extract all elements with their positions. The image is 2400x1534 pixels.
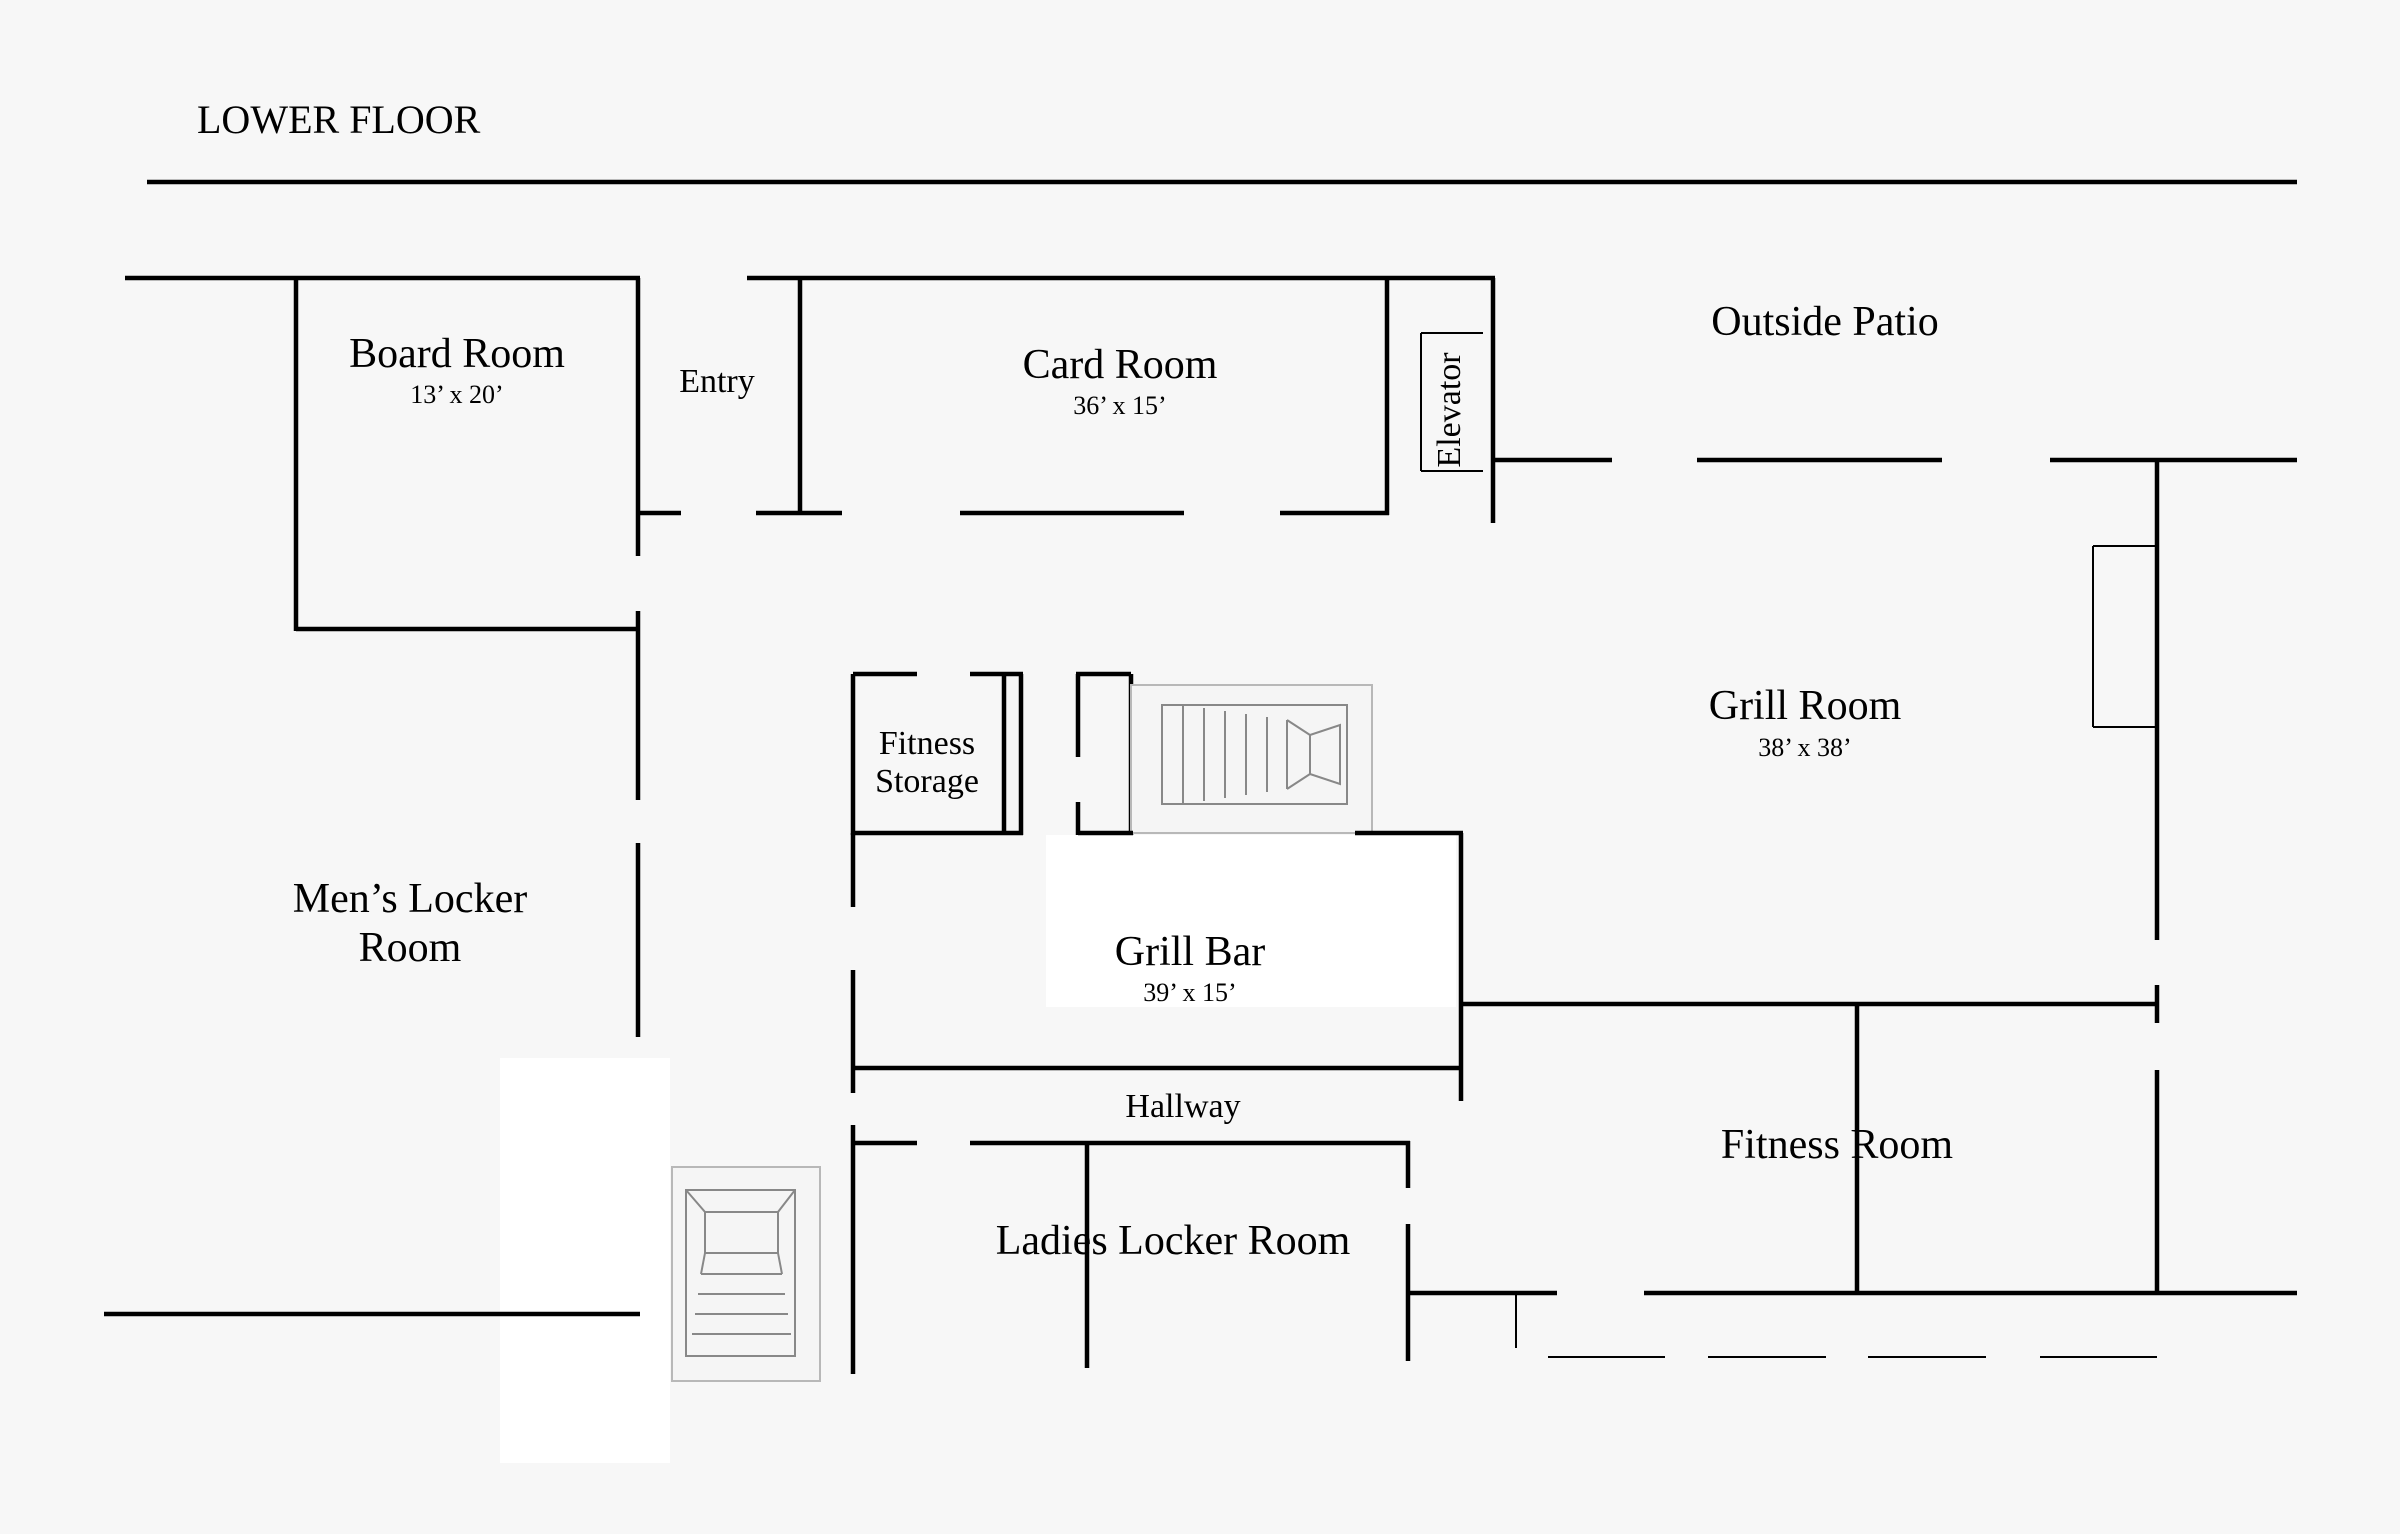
card-room-walls [638,278,1496,523]
outside-patio-label: Outside Patio [1711,299,1939,345]
board-room-walls [293,278,640,632]
lower-cutout [500,1058,670,1463]
grill-room-label: Grill Room [1709,683,1902,729]
upper-stair [1130,684,1373,834]
fitness-room-label: Fitness Room [1721,1122,1954,1168]
card-room-label: Card Room [1023,342,1218,388]
mens-locker-label-1: Men’s Locker [293,876,527,922]
floor-title: LOWER FLOOR [197,97,481,142]
hallway-label: Hallway [1125,1088,1240,1125]
grill-room-east-wall [2092,460,2160,1295]
mens-locker-label-2: Room [359,925,462,971]
fitness-storage-label-2: Storage [875,763,979,800]
stair-core-walls [1075,671,1134,835]
grill-room-size: 38’ x 38’ [1758,733,1851,762]
elevator-label: Elevator [1431,352,1468,468]
ladies-locker-walls [850,1125,1411,1374]
fitness-storage-walls [850,671,1024,836]
ladies-locker-label: Ladies Locker Room [996,1218,1351,1264]
fitness-storage-label-1: Fitness [879,725,975,762]
board-room-label: Board Room [349,331,565,377]
grill-bar-highlight [1046,835,1456,1007]
grill-bar-label: Grill Bar [1115,929,1265,975]
lower-stair [671,1166,821,1382]
board-room-size: 13’ x 20’ [410,380,503,409]
grill-bar-size: 39’ x 15’ [1143,978,1236,1007]
grill-bar-walls [850,830,2159,1101]
entry-label: Entry [679,363,755,400]
card-room-size: 36’ x 15’ [1073,391,1166,420]
elevator-box [1420,332,1483,472]
fitness-room-walls [1408,1004,2297,1358]
